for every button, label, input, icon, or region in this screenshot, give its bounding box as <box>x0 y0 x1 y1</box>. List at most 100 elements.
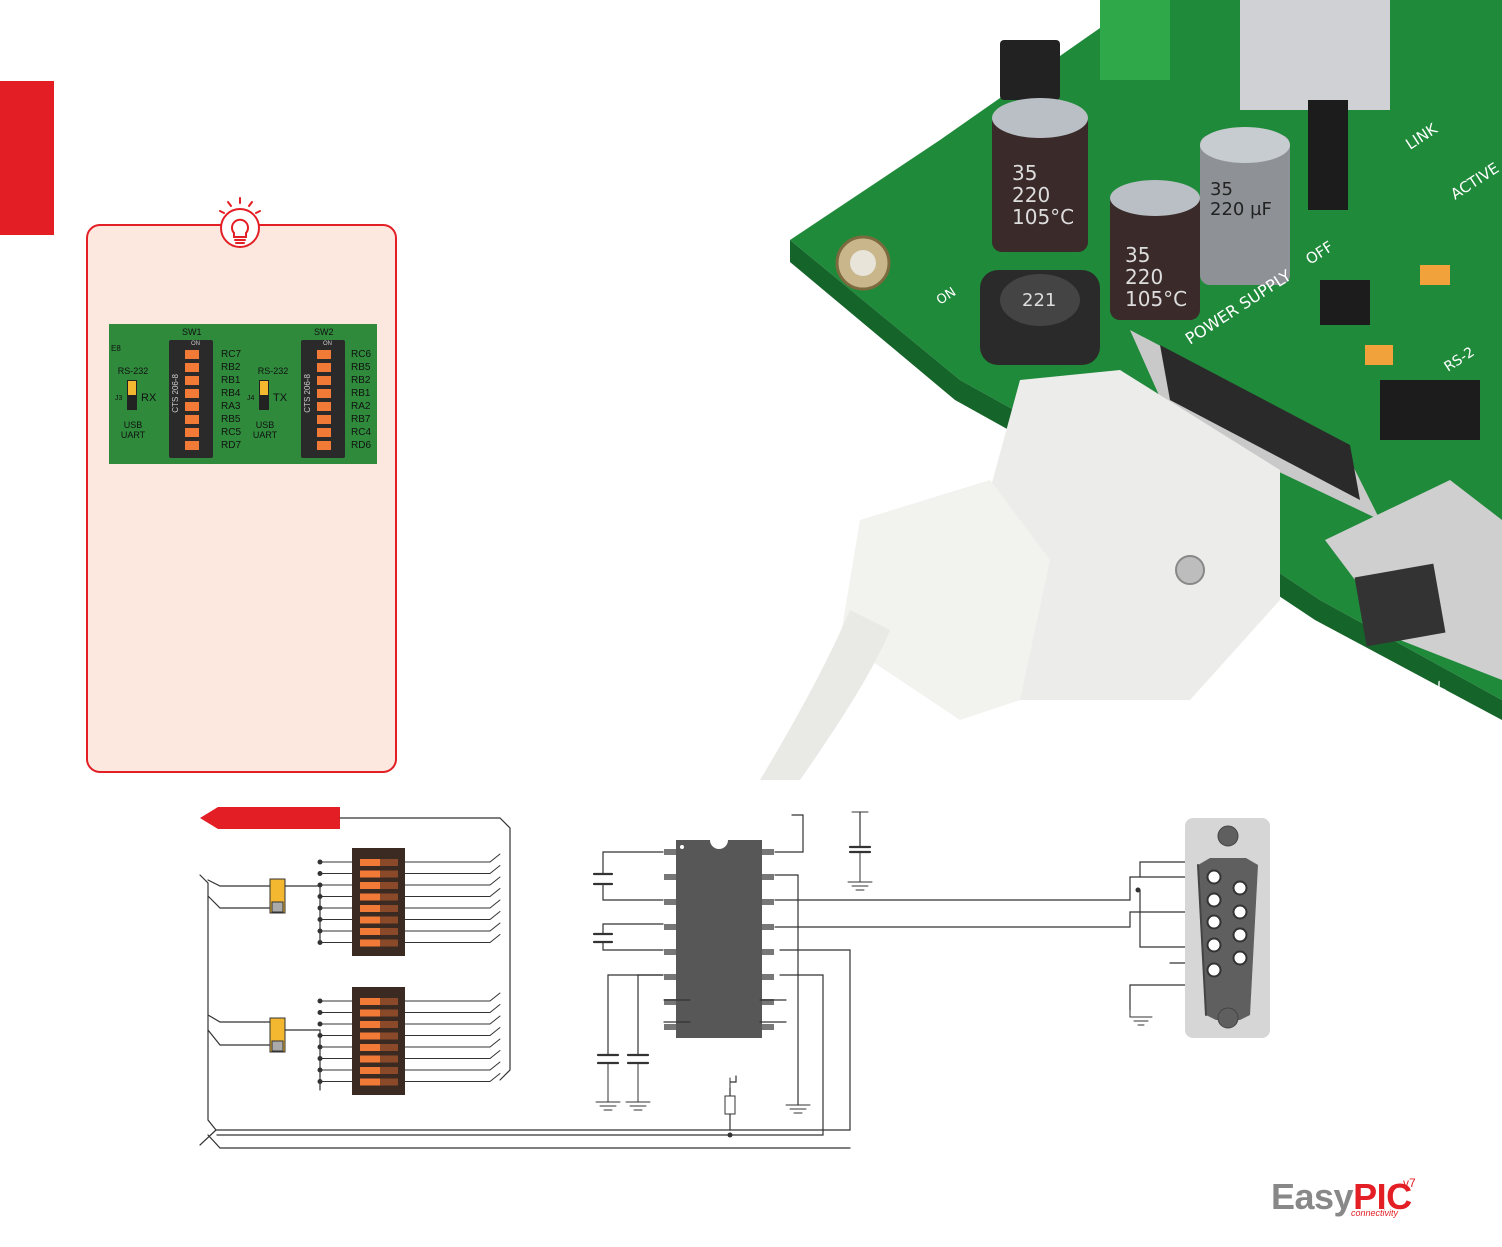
dip-lever <box>360 1009 380 1017</box>
sw1-pin: RB5 <box>221 414 241 425</box>
db9-pin <box>1232 950 1248 966</box>
ic-pin <box>762 899 774 905</box>
edge-label: E8 <box>111 344 121 353</box>
logo-subtitle: connectivity <box>1351 1208 1399 1218</box>
sw1-pin: RC7 <box>221 349 242 360</box>
sw2-pin: RB1 <box>351 388 371 399</box>
dip-lever <box>360 916 380 924</box>
ic-pin <box>762 974 774 980</box>
ic-pin <box>762 874 774 880</box>
terminal-block <box>1100 0 1170 80</box>
sw1-title: SW1 <box>182 327 202 337</box>
ic-pin <box>664 899 676 905</box>
dip-lever <box>360 1055 380 1063</box>
sw1-pin: RB4 <box>221 388 241 399</box>
sw2-pin: RB2 <box>351 375 371 386</box>
sw2-pin: RA2 <box>351 401 371 412</box>
ic-pin <box>664 1024 676 1030</box>
dip-lever <box>360 859 380 866</box>
sw2-pin: RC4 <box>351 427 372 438</box>
lightbulb-icon <box>219 197 261 248</box>
uart-ic <box>1380 380 1480 440</box>
sw1-pin: RB1 <box>221 375 241 386</box>
sw1-pin: RB2 <box>221 362 241 373</box>
db9-pin <box>1206 869 1222 885</box>
ic-pin <box>762 999 774 1005</box>
logo-pic: PIC <box>1353 1176 1412 1217</box>
sw2-pin: RB5 <box>351 362 371 373</box>
db9-pin <box>1206 962 1222 978</box>
tx-jumper-top-label: RS-232 <box>257 366 289 376</box>
usb-connector <box>1240 0 1390 110</box>
dip-lever <box>360 928 380 935</box>
sw2-title: SW2 <box>314 327 334 337</box>
dip-lever <box>360 1032 380 1040</box>
interface-ic <box>676 840 762 1038</box>
rx-arrow-label: RX <box>141 392 157 404</box>
sw2-pin: RD6 <box>351 440 372 451</box>
tx-jumper-bottom-label: USB UART <box>252 420 278 440</box>
dc-jack <box>1000 40 1060 100</box>
dip-lever <box>360 1067 380 1074</box>
db9-socket <box>1130 330 1380 520</box>
ic-pin <box>664 924 676 930</box>
ic-pin <box>762 949 774 955</box>
jumper-2 <box>269 1017 286 1053</box>
dip-lever <box>360 870 380 878</box>
sw1-pin: RA3 <box>221 401 241 412</box>
easypic-logo: EasyPIC v7 connectivity <box>1271 1176 1416 1226</box>
dip-lever <box>360 893 380 901</box>
dip-lever <box>360 882 380 889</box>
ic-pin <box>664 999 676 1005</box>
sw2-pin: RC6 <box>351 349 372 360</box>
db9-pin <box>1206 892 1222 908</box>
dip-lever <box>360 1078 380 1086</box>
chapter-tab <box>0 81 54 235</box>
usb-b-port <box>1325 480 1502 680</box>
db9-connector-icon <box>1185 818 1270 1038</box>
tx-arrow-label: TX <box>273 392 288 404</box>
tx-jumper <box>259 380 269 410</box>
db9-pin <box>1206 937 1222 953</box>
sw2-on-label: ON <box>323 341 332 347</box>
db9-pin <box>1232 880 1248 896</box>
serial-cable-plug <box>760 370 1280 780</box>
db9-pin <box>1232 927 1248 943</box>
power-switch <box>1308 100 1348 210</box>
ic-pin <box>664 974 676 980</box>
dip-lever <box>360 939 380 947</box>
dip-lever <box>360 998 380 1005</box>
dip-lever <box>360 1044 380 1051</box>
rx-jumper-id: J3 <box>115 395 123 402</box>
serial-cable <box>760 610 890 780</box>
dip-lever <box>360 1021 380 1028</box>
sw2-pin: RB7 <box>351 414 371 425</box>
ic-pin <box>664 849 676 855</box>
rx-jumper <box>127 380 137 410</box>
resistor <box>724 1095 736 1115</box>
dip-lever <box>360 905 380 912</box>
ic-pin <box>762 1024 774 1030</box>
ic-pin <box>762 849 774 855</box>
ic-pin <box>664 874 676 880</box>
bus-arrow <box>200 807 340 829</box>
db9-pin <box>1206 914 1222 930</box>
sw1-part-label: CTS 206-8 <box>171 374 180 413</box>
jumper-1 <box>269 878 286 914</box>
sw1-on-label: ON <box>191 341 200 347</box>
sw2-part-label: CTS 206-8 <box>303 374 312 413</box>
ic-pin <box>762 924 774 930</box>
inductor-label: 221 <box>1022 290 1056 311</box>
tip-box <box>86 224 397 773</box>
db9-pin <box>1232 904 1248 920</box>
sw1-switch: CTS 206-8 ON <box>169 340 213 458</box>
sw1-pin: RD7 <box>221 440 242 451</box>
sw1-pin-list: RC7 RB2 RB1 RB4 RA3 RB5 RC5 RD7 <box>221 348 241 452</box>
